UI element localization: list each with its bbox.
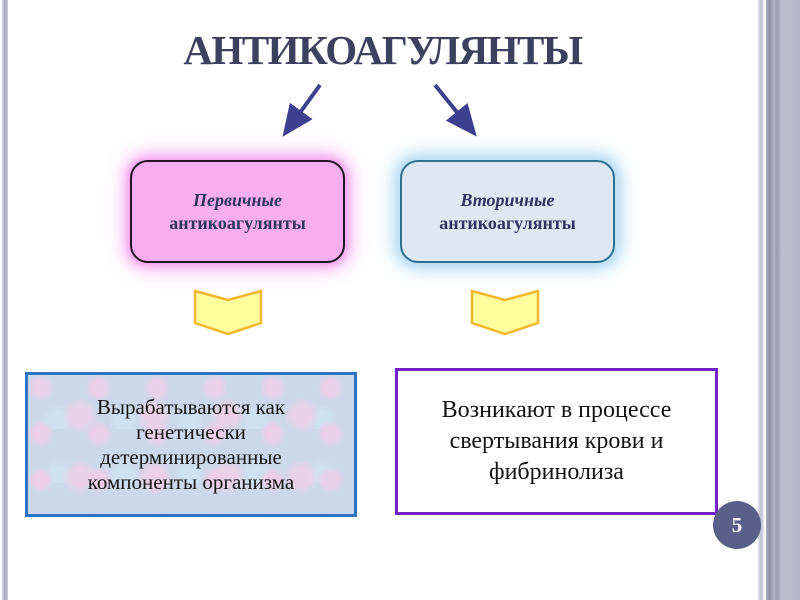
slide-number: 5 bbox=[731, 512, 743, 537]
slide-title: АНТИКОАГУЛЯНТЫ bbox=[183, 27, 583, 73]
description-primary-text: Вырабатываются как генетически детермини… bbox=[87, 394, 295, 494]
slide-right-edge-thin-bar bbox=[758, 0, 764, 600]
description-box-primary: Вырабатываются как генетически детермини… bbox=[25, 372, 357, 517]
arrow-down-right-icon bbox=[433, 83, 477, 137]
slide-right-edge-bar bbox=[766, 0, 800, 600]
slide-left-edge-bar bbox=[2, 0, 8, 600]
branch-arrows bbox=[282, 83, 477, 137]
slide-number-badge: 5 bbox=[713, 501, 761, 549]
chevron-down-icon bbox=[193, 289, 263, 336]
description-box-secondary: Возникают в процессе свертывания крови и… bbox=[395, 368, 718, 515]
node-secondary-label-line1: Вторичные bbox=[460, 189, 555, 210]
chevron-down-icon bbox=[470, 289, 540, 336]
node-primary-anticoagulants: Первичные антикоагулянты bbox=[130, 160, 345, 263]
node-secondary-anticoagulants: Вторичные антикоагулянты bbox=[400, 160, 615, 263]
node-secondary-label-line2: антикоагулянты bbox=[439, 212, 576, 233]
arrow-down-left-icon bbox=[282, 83, 322, 137]
description-secondary-text: Возникают в процессе свертывания крови и… bbox=[441, 397, 672, 485]
node-primary-label-line2: антикоагулянты bbox=[169, 212, 306, 233]
node-primary-label-line1: Первичные bbox=[193, 189, 282, 210]
